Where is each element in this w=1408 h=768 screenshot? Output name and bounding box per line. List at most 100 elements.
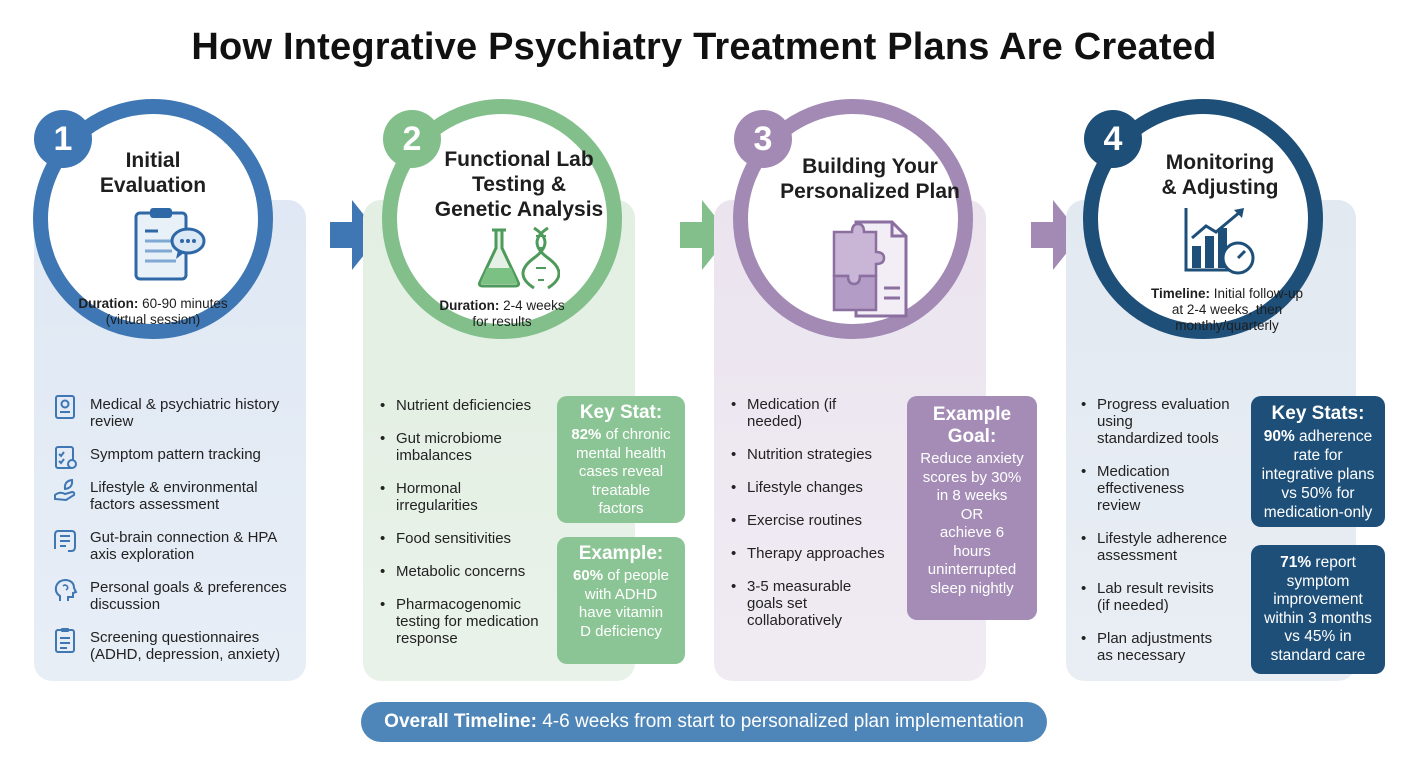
- step-2-title-line: Testing &: [471, 173, 567, 196]
- step-1-list: Medical & psychiatric history review Sym…: [50, 395, 310, 663]
- list-item-line: Pharmacogenomic: [396, 596, 522, 613]
- list-item-line: Medical & psychiatric history: [90, 396, 280, 413]
- stat-line: factors: [598, 500, 644, 517]
- stat-line: achieve 6: [939, 524, 1005, 541]
- list-item-line: standardized tools: [1097, 430, 1219, 447]
- list-item: Food sensitivities: [380, 530, 558, 547]
- list-item-line: Food sensitivities: [396, 530, 512, 547]
- stat-line: have vitamin: [578, 604, 664, 621]
- step-4-title-line: Monitoring: [1165, 151, 1275, 174]
- step-4-timeline-value: Initial follow-up: [1209, 286, 1304, 301]
- list-item-line: Screening questionnaires: [90, 629, 260, 646]
- list-item-line: Gut microbiome: [396, 430, 502, 447]
- list-item-line: Hormonal: [396, 480, 462, 497]
- stat-value: 90%: [1263, 428, 1295, 445]
- list-item-line: axis exploration: [90, 546, 195, 563]
- stat-value: 71%: [1280, 554, 1312, 571]
- stat-line: within 3 months: [1264, 609, 1372, 627]
- list-item-line: Nutrition strategies: [747, 446, 873, 463]
- overall-timeline-banner: Overall Timeline: 4-6 weeks from start t…: [361, 702, 1047, 742]
- list-item-line: collaboratively: [747, 612, 843, 629]
- stat-line: treatable: [591, 481, 651, 499]
- stat-line: Reduce anxiety: [920, 450, 1024, 467]
- step-4-title: Monitoring & Adjusting: [1098, 150, 1342, 200]
- step-4-key-stats-card: Key Stats: 90% adherence rate for integr…: [1251, 396, 1385, 527]
- stat-line: report: [1311, 554, 1356, 571]
- step-2-list: Nutrient deficiencies Gut microbiomeimba…: [380, 397, 558, 647]
- stat-line: medication-only: [1263, 504, 1373, 521]
- list-item: Lifestyle & environmental factors assess…: [50, 478, 310, 513]
- list-item: Gut-brain connection & HPA axis explorat…: [50, 529, 310, 563]
- step-2-title-line: Functional Lab: [444, 148, 594, 171]
- list-item-line: as necessary: [1097, 647, 1186, 664]
- list-item-line: Medication (if: [747, 396, 837, 413]
- list-item: Symptom pattern tracking: [50, 446, 310, 469]
- list-item: Nutrient deficiencies: [380, 397, 558, 414]
- stat-line: hours: [953, 542, 991, 560]
- list-item: Screening questionnaires (ADHD, depressi…: [50, 628, 310, 663]
- stat-line: adherence: [1294, 428, 1373, 445]
- stat-line: uninterrupted: [927, 561, 1017, 578]
- stat-value: 82%: [571, 426, 602, 443]
- step-2-example-card: Example: 60% of people with ADHD have vi…: [557, 537, 685, 664]
- step-2-title-line: Genetic Analysis: [434, 198, 604, 221]
- stat-line: cases reveal: [578, 463, 664, 480]
- stat-line: with ADHD: [584, 585, 658, 603]
- step-1-duration-line: (virtual session): [105, 312, 201, 327]
- list-item: Lab result revisits(if needed): [1081, 580, 1251, 614]
- list-item: Metabolic concerns: [380, 563, 558, 580]
- stat-heading-line: Example: [932, 404, 1012, 425]
- stat-line: mental health: [575, 444, 667, 462]
- step-1-arrow: [330, 200, 380, 270]
- intestine-icon: [54, 530, 76, 552]
- stat-line: integrative plans: [1261, 466, 1375, 483]
- list-item-line: Lab result revisits: [1097, 580, 1214, 597]
- list-item-line: factors assessment: [90, 496, 220, 513]
- stat-line: symptom: [1286, 572, 1350, 590]
- step-3-number-badge: 3: [734, 110, 792, 168]
- step-4-improvement-card: 71% report symptom improvement within 3 …: [1251, 545, 1385, 674]
- step-2-duration-line: for results: [472, 314, 532, 329]
- stat-heading: Key Stat:: [579, 402, 663, 423]
- stat-value: 60%: [573, 567, 604, 584]
- list-item-line: Metabolic concerns: [396, 563, 526, 580]
- list-item-line: (if needed): [1097, 597, 1169, 614]
- list-item-line: irregularities: [396, 497, 478, 514]
- step-4-timeline-label: Timeline:: [1150, 286, 1210, 301]
- list-item-line: Therapy approaches: [747, 545, 885, 562]
- step-2-number-badge: 2: [383, 110, 441, 168]
- list-item-line: Exercise routines: [747, 512, 863, 529]
- step-3-title-line: Building Your: [802, 155, 938, 178]
- list-item-line: Lifestyle changes: [747, 479, 863, 496]
- step-2-duration-value: 2-4 weeks: [499, 298, 565, 313]
- list-item-line: assessment: [1097, 547, 1178, 564]
- overall-timeline-label: Overall Timeline:: [384, 711, 537, 732]
- step-4-timeline-line: monthly/quarterly: [1175, 318, 1279, 333]
- stat-line: improvement: [1273, 591, 1363, 608]
- stat-line: of people: [603, 567, 669, 584]
- stat-line: vs 50% for: [1281, 485, 1355, 502]
- stat-line: D deficiency: [580, 622, 662, 640]
- questionnaire-icon: [55, 628, 75, 653]
- stat-heading: Example:: [578, 543, 664, 564]
- list-item-line: response: [396, 630, 458, 647]
- list-item-line: goals set: [747, 595, 808, 612]
- step-1-duration-label: Duration:: [78, 296, 139, 311]
- stat-line: rate for: [1293, 447, 1343, 464]
- chart-gauge-icon: [1184, 208, 1255, 275]
- step-1-number-badge: 1: [34, 110, 92, 168]
- step-2-title: Functional Lab Testing & Genetic Analysi…: [397, 147, 641, 222]
- hand-leaf-icon: [54, 478, 76, 502]
- list-item-line: imbalances: [396, 447, 472, 464]
- list-item-line: review: [90, 413, 134, 430]
- list-item: Medical & psychiatric history review: [50, 395, 310, 430]
